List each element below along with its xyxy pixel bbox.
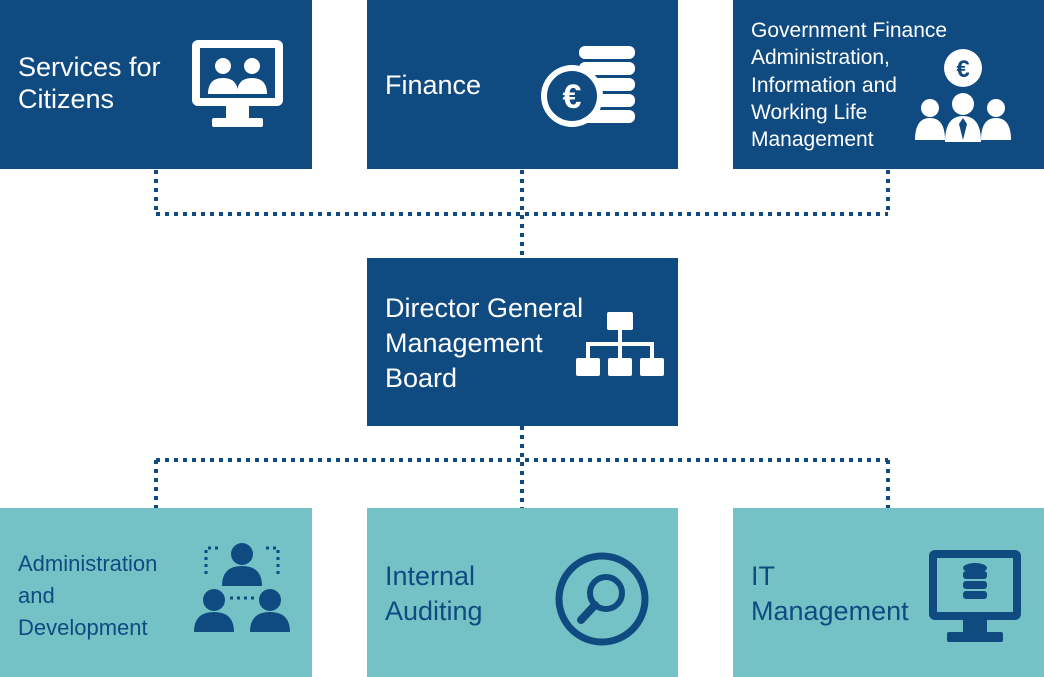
box-administration-development: Administration and Development: [0, 508, 312, 677]
euro-people-icon: €: [915, 49, 1011, 142]
team-network-icon: [194, 543, 290, 632]
monitor-database-icon: [929, 550, 1021, 642]
box-label: Internal Auditing: [385, 561, 483, 627]
box-label: Services for Citizens: [18, 52, 161, 115]
box-label: IT Management: [751, 561, 909, 627]
box-label: Administration and Development: [18, 551, 158, 640]
svg-text:€: €: [956, 56, 969, 83]
svg-text:€: €: [563, 78, 582, 116]
monitor-people-icon: [192, 40, 283, 127]
box-label: Finance: [385, 70, 482, 100]
box-it-management: IT Management: [733, 508, 1044, 677]
magnifier-icon: [555, 552, 649, 646]
box-services-for-citizens: Services for Citizens: [0, 0, 312, 169]
box-label: Government Finance Administration, Infor…: [751, 19, 948, 152]
box-internal-auditing: Internal Auditing: [367, 508, 678, 677]
box-label: Director General Management Board: [385, 293, 584, 394]
box-director-general: Director General Management Board: [367, 258, 678, 426]
box-finance: Finance €: [367, 0, 678, 169]
euro-coins-icon: €: [541, 46, 635, 127]
org-chart-icon: [576, 312, 664, 376]
box-government-finance: Government Finance Administration, Infor…: [733, 0, 1044, 169]
